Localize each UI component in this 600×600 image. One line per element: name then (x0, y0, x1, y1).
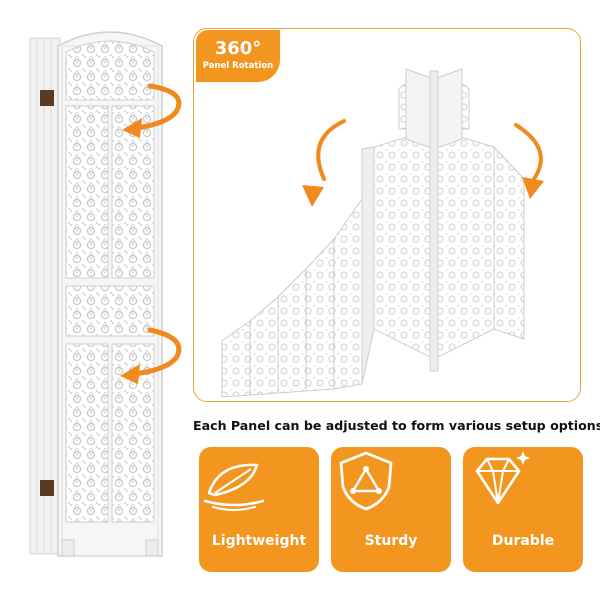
folded-room-divider-image (29, 31, 182, 557)
panel-rotation-illustration (193, 28, 581, 402)
feature-card-durable: Durable (463, 447, 583, 572)
rotation-degrees: 360° (214, 38, 262, 59)
feature-label-durable: Durable (491, 533, 555, 549)
diamond-icon (475, 451, 530, 505)
feather-icon (203, 463, 265, 511)
feature-label-sturdy: Sturdy (364, 533, 418, 549)
feature-cards: Lightweight Sturdy Durable (199, 447, 584, 572)
feature-label-lightweight: Lightweight (211, 533, 307, 549)
setup-caption: Each Panel can be adjusted to form vario… (193, 418, 600, 433)
feature-card-lightweight: Lightweight (199, 447, 319, 572)
feature-card-sturdy: Sturdy (331, 447, 451, 572)
panel-rotation-badge: 360° Panel Rotation (196, 30, 280, 82)
shield-triangle-icon (339, 451, 393, 511)
fanned-panels-image (221, 68, 544, 398)
rotation-label: Panel Rotation (202, 61, 274, 71)
